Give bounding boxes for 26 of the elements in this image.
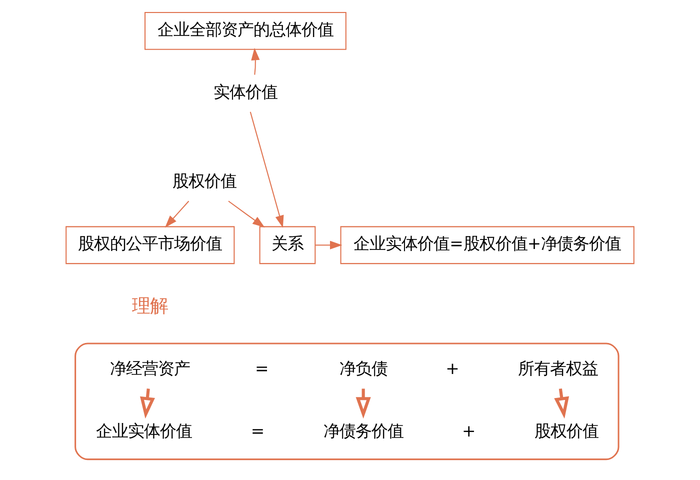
label: + [446,359,460,378]
node-box: 企业全部资产的总体价值 [144,12,346,50]
node-text: 股权价值 [172,172,236,190]
node-text: 股权价值 [534,422,598,441]
node-text: 所有者权益 [518,359,598,378]
arrow [164,200,190,228]
arrow [250,112,284,228]
arrow [356,388,371,419]
node-text: 净经营资产 [110,359,190,378]
arrow [251,48,260,75]
node-text: 净债务价值 [323,422,404,441]
arrow [140,388,155,419]
arrow [554,388,570,419]
node-box: 股权的公平市场价值 [66,226,235,264]
node-text: 企业实体价值 [96,422,192,441]
cluster [74,342,620,460]
label: 理解 [132,296,168,318]
label: = [254,359,269,378]
node-box: 企业实体价值=股权价值+净债务价值 [340,226,634,264]
node-text: 净负债 [339,359,388,378]
node-text: 实体价值 [213,82,278,102]
node-box: 关系 [259,226,316,264]
label: = [250,422,265,441]
arrow [228,200,265,228]
label: + [462,422,476,441]
arrow [315,240,342,250]
